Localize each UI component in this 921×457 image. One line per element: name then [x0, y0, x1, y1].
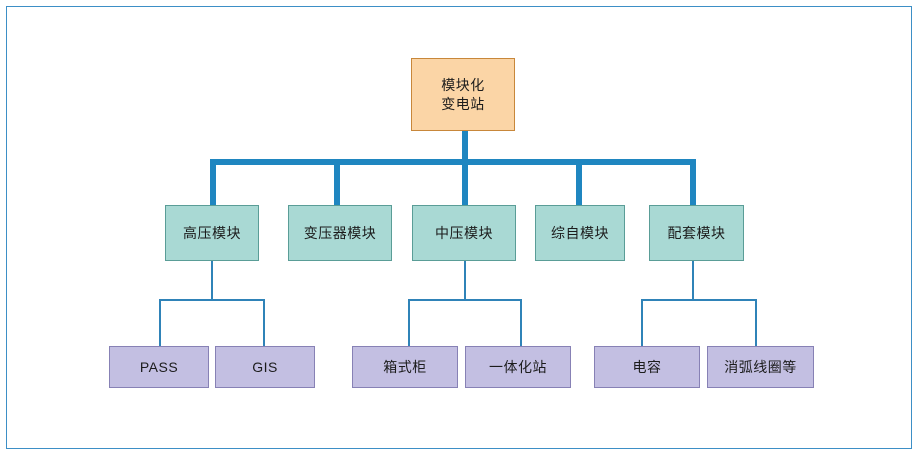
node-level1-2[interactable]: 中压模块 [412, 205, 516, 261]
node-level2-2-label: 箱式柜 [383, 358, 427, 375]
node-level2-3-label: 一体化站 [489, 358, 547, 375]
node-level1-0[interactable]: 高压模块 [165, 205, 259, 261]
connector-bus-to-node-3 [576, 159, 582, 206]
node-root-label-line1: 模块化 [441, 76, 485, 93]
node-level2-0-label: PASS [139, 358, 179, 375]
node-level1-3[interactable]: 综自模块 [535, 205, 625, 261]
node-root[interactable]: 模块化 变电站 [411, 58, 515, 131]
connector-group-a-left [159, 299, 161, 347]
node-level1-1-label: 变压器模块 [303, 224, 377, 241]
node-level2-3[interactable]: 一体化站 [465, 346, 571, 388]
node-level1-4-label: 配套模块 [667, 224, 726, 241]
node-root-label-line2: 变电站 [441, 95, 485, 112]
node-level2-0[interactable]: PASS [109, 346, 209, 388]
node-level1-1[interactable]: 变压器模块 [288, 205, 392, 261]
connector-bus-to-node-4 [690, 159, 696, 206]
connector-group-a-right [263, 299, 265, 347]
connector-group-a-down [211, 260, 213, 300]
node-level1-3-label: 综自模块 [551, 224, 609, 241]
diagram-frame: 模块化 变电站 高压模块 变压器模块 中压模块 综自模块 配套模块 PASS G… [6, 6, 912, 449]
connector-group-c-left [641, 299, 643, 347]
connector-group-b-right [520, 299, 522, 347]
node-level2-2[interactable]: 箱式柜 [352, 346, 458, 388]
node-level2-5[interactable]: 消弧线圈等 [707, 346, 814, 388]
node-level2-4-label: 电容 [632, 358, 662, 375]
node-level2-4[interactable]: 电容 [594, 346, 700, 388]
connector-group-c-right [755, 299, 757, 347]
node-level1-4[interactable]: 配套模块 [649, 205, 744, 261]
connector-level1-bus [210, 159, 696, 165]
node-level1-2-label: 中压模块 [435, 224, 493, 241]
connector-bus-to-node-0 [210, 159, 216, 206]
node-level2-1-label: GIS [252, 358, 278, 375]
connector-root-down [462, 130, 468, 165]
connector-group-c-down [692, 260, 694, 300]
connector-bus-to-node-1 [334, 159, 340, 206]
connector-bus-to-node-2 [462, 159, 468, 206]
connector-group-b-left [408, 299, 410, 347]
node-level1-0-label: 高压模块 [183, 224, 241, 241]
node-level2-5-label: 消弧线圈等 [724, 358, 797, 375]
connector-group-b-bus [408, 299, 522, 301]
node-level2-1[interactable]: GIS [215, 346, 315, 388]
connector-group-a-bus [159, 299, 265, 301]
connector-group-b-down [464, 260, 466, 300]
connector-group-c-bus [641, 299, 757, 301]
